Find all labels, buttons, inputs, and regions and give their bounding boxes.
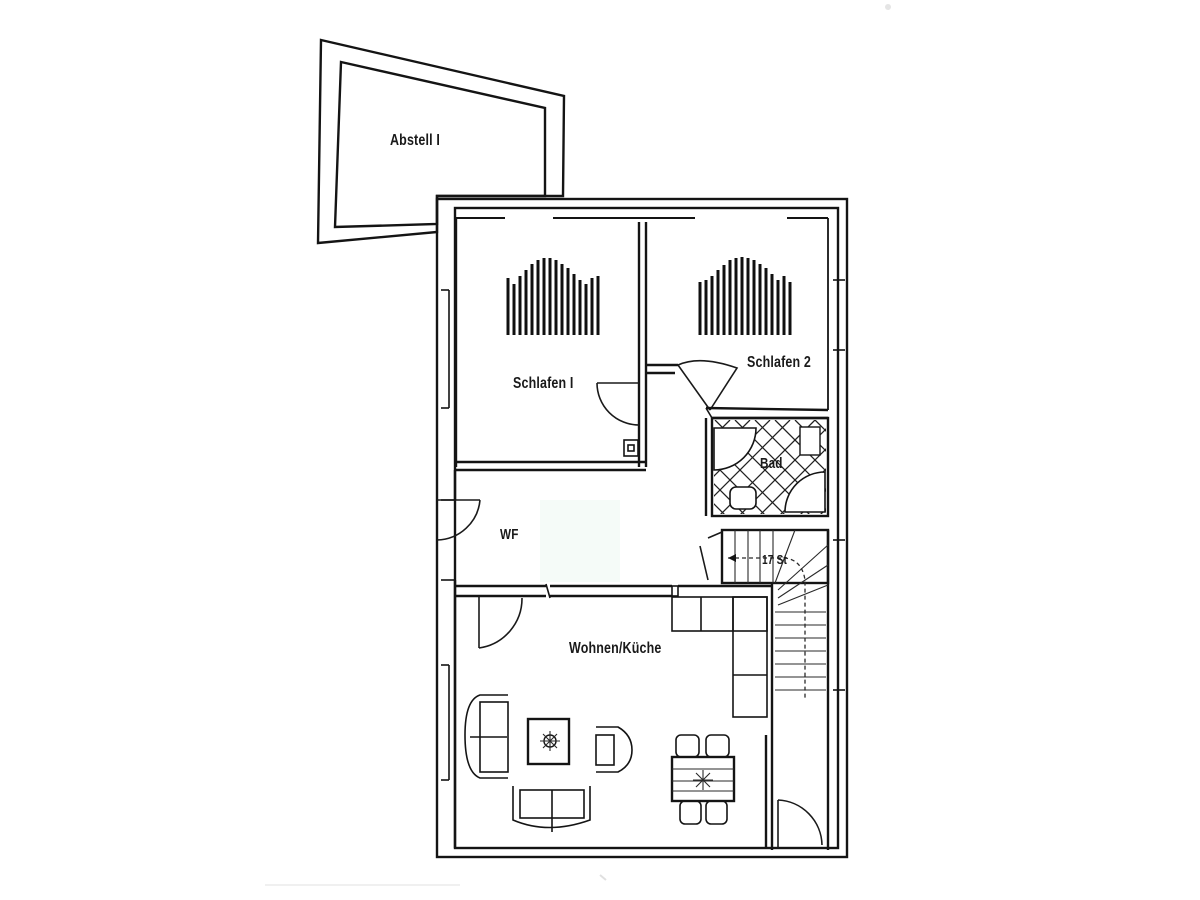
label-schlafen2: Schlafen 2 xyxy=(747,354,811,371)
storage-room-abstell xyxy=(316,38,566,245)
room-schlafen1 xyxy=(454,218,648,472)
hall-wf xyxy=(436,470,481,848)
l-shaped-kitchen-counter xyxy=(671,596,768,718)
room-bad xyxy=(704,416,830,518)
spiral-staircase xyxy=(699,528,830,850)
hallway-tint xyxy=(540,500,620,582)
armchair xyxy=(595,726,633,773)
label-schlafen1: Schlafen I xyxy=(513,375,574,392)
double-bed-schlafen1 xyxy=(506,258,600,335)
scan-artifacts xyxy=(265,4,891,886)
sofa-left xyxy=(464,694,509,779)
exterior-walls xyxy=(435,197,849,859)
label-stair: 17 St xyxy=(762,552,788,567)
label-wohnen-kueche: Wohnen/Küche xyxy=(569,640,662,657)
top-windows xyxy=(456,217,829,410)
double-bed-schlafen2 xyxy=(698,257,792,335)
coffee-table-with-plant xyxy=(526,717,571,766)
dining-table-with-4-chairs xyxy=(670,734,736,825)
label-wf: WF xyxy=(500,526,519,543)
sofa-bottom xyxy=(512,786,591,832)
label-abstell: Abstell I xyxy=(390,132,440,149)
label-bad: Bad xyxy=(760,455,783,472)
room-wohnen-kueche xyxy=(456,583,823,848)
